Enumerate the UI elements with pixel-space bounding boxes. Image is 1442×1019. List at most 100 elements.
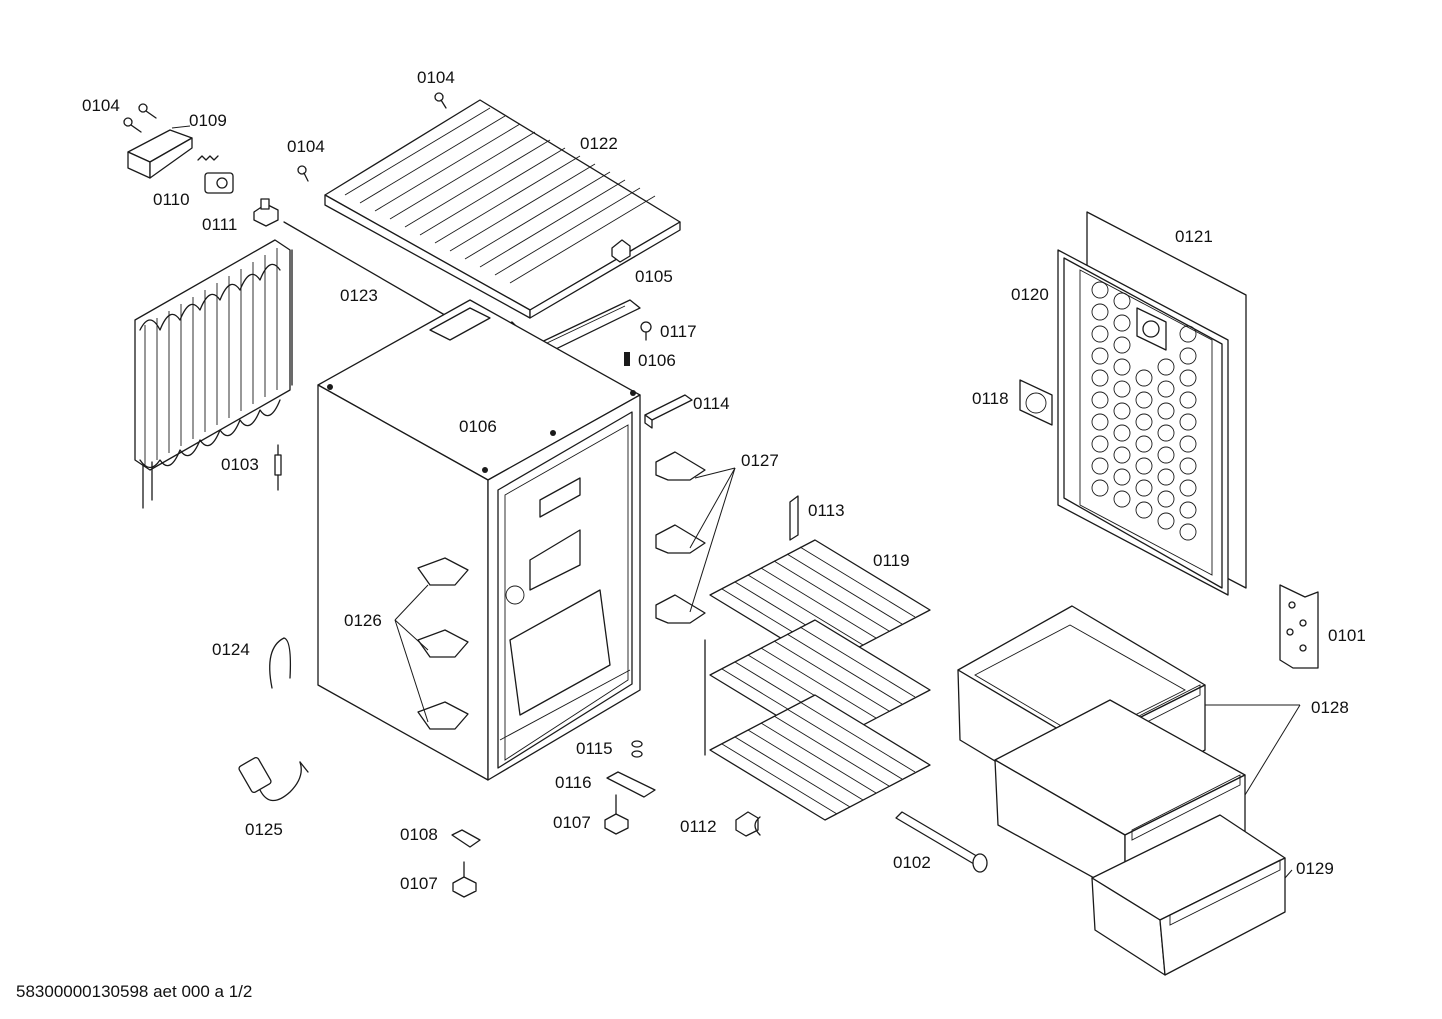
adjustable-foot xyxy=(452,794,629,898)
door-dimple xyxy=(1113,490,1131,508)
callout-0102: 0102 xyxy=(893,853,931,872)
foot-bracket xyxy=(451,771,656,848)
door-dimple xyxy=(1113,380,1131,398)
thermostat-cover xyxy=(127,125,193,179)
callout-0109: 0109 xyxy=(189,111,227,130)
door-dimple xyxy=(1091,325,1109,343)
callout-0114: 0114 xyxy=(693,394,730,413)
light-strip xyxy=(644,394,693,429)
door-dimple xyxy=(1113,468,1131,486)
door-dimple xyxy=(1113,314,1131,332)
door-dimple xyxy=(1135,501,1153,519)
callout-0121: 0121 xyxy=(1175,227,1213,246)
callout-0127: 0127 xyxy=(741,451,779,470)
clip-0112 xyxy=(735,811,759,837)
callout-0104: 0104 xyxy=(287,137,325,156)
screw-icon xyxy=(123,92,447,182)
shelf-support xyxy=(655,451,706,624)
callout-0101: 0101 xyxy=(1328,626,1366,645)
wire-shelf xyxy=(704,539,931,836)
bracket-0111 xyxy=(253,198,279,227)
callout-0119: 0119 xyxy=(873,551,910,570)
door-dimple xyxy=(1091,479,1109,497)
door-dimple xyxy=(1113,446,1131,464)
door-dimple xyxy=(1091,391,1109,409)
door-dimple xyxy=(1135,413,1153,431)
callout-0115: 0115 xyxy=(576,739,613,758)
callout-0106: 0106 xyxy=(638,351,676,370)
tube-0123 xyxy=(283,221,451,319)
callout-0118: 0118 xyxy=(972,389,1009,408)
door-dimple xyxy=(1179,369,1197,387)
door-dimple xyxy=(1179,325,1197,343)
door-dimple-grid xyxy=(1091,281,1197,541)
callout-0106: 0106 xyxy=(459,417,497,436)
cabinet-body xyxy=(317,299,641,781)
power-cord xyxy=(238,756,309,802)
callout-0129: 0129 xyxy=(1296,859,1334,878)
door-dimple xyxy=(1179,413,1197,431)
door-dimple xyxy=(1157,424,1175,442)
door-dimple xyxy=(1113,292,1131,310)
hinge-bracket xyxy=(417,557,469,730)
door-dimple xyxy=(1179,391,1197,409)
drain-tube xyxy=(269,637,292,689)
door-dimple xyxy=(1113,402,1131,420)
callout-0116: 0116 xyxy=(555,773,592,792)
callout-0128: 0128 xyxy=(1311,698,1349,717)
door-dimple xyxy=(1135,457,1153,475)
callout-0111: 0111 xyxy=(202,215,238,234)
door-dimple xyxy=(1091,435,1109,453)
callout-0107: 0107 xyxy=(553,813,591,832)
drawer xyxy=(957,605,1286,976)
top-cover xyxy=(324,99,681,319)
evaporator-tube xyxy=(895,811,988,873)
callout-0104: 0104 xyxy=(82,96,120,115)
door-dimple xyxy=(1091,369,1109,387)
door-dimple xyxy=(1091,281,1109,299)
thermostat xyxy=(197,155,234,194)
door-dimple xyxy=(1135,479,1153,497)
callout-0104: 0104 xyxy=(417,68,455,87)
door-dimple xyxy=(1113,358,1131,376)
door-dimple xyxy=(1157,468,1175,486)
callout-0108: 0108 xyxy=(400,825,438,844)
condenser-coil xyxy=(134,239,293,509)
door-dimple xyxy=(1135,435,1153,453)
door-dimple xyxy=(1135,391,1153,409)
clip-0105 xyxy=(611,239,631,263)
door-dimple xyxy=(1091,413,1109,431)
door-dimple xyxy=(1157,446,1175,464)
callout-0125: 0125 xyxy=(245,820,283,839)
callout-0103: 0103 xyxy=(221,455,259,474)
door-dimple xyxy=(1157,358,1175,376)
door-panel xyxy=(1057,211,1247,596)
callout-0126: 0126 xyxy=(344,611,382,630)
door-dimple xyxy=(1179,435,1197,453)
door-dimple xyxy=(1157,402,1175,420)
label-0118 xyxy=(1019,379,1053,426)
control-panel-0101 xyxy=(1279,584,1319,669)
door-dimple xyxy=(1113,336,1131,354)
callout-0117: 0117 xyxy=(660,322,697,341)
door-dimple xyxy=(1179,347,1197,365)
door-dimple xyxy=(1113,424,1131,442)
rail-0113 xyxy=(789,495,799,541)
door-dimple xyxy=(1091,347,1109,365)
door-dimple xyxy=(1179,523,1197,541)
callout-0107: 0107 xyxy=(400,874,438,893)
callout-0124: 0124 xyxy=(212,640,250,659)
door-dimple xyxy=(1091,303,1109,321)
door-dimple xyxy=(1157,512,1175,530)
door-dimple xyxy=(1179,457,1197,475)
callout-0110: 0110 xyxy=(153,190,190,209)
document-footer: 58300000130598 aet 000 a 1/2 xyxy=(16,982,253,1001)
filter-drier xyxy=(274,444,282,491)
callout-0113: 0113 xyxy=(808,501,845,520)
door-dimple xyxy=(1091,457,1109,475)
callout-0120: 0120 xyxy=(1011,285,1049,304)
callout-0123: 0123 xyxy=(340,286,378,305)
door-dimple xyxy=(1179,501,1197,519)
door-dimple xyxy=(1157,490,1175,508)
